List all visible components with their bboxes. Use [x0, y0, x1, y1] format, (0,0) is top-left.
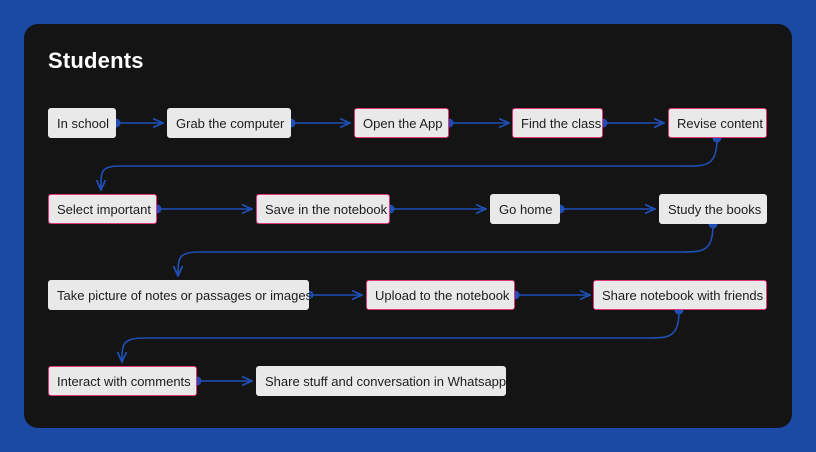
node-open-app[interactable]: Open the App [354, 108, 449, 138]
node-revise-content[interactable]: Revise content [668, 108, 767, 138]
node-go-home[interactable]: Go home [490, 194, 560, 224]
node-share-notebook[interactable]: Share notebook with friends [593, 280, 767, 310]
edge-study-books-take-picture [178, 223, 714, 276]
node-share-whatsapp[interactable]: Share stuff and conversation in Whatsapp [256, 366, 506, 396]
diagram-panel [24, 24, 792, 428]
node-save-notebook[interactable]: Save in the notebook [256, 194, 390, 224]
diagram-title: Students [48, 48, 144, 73]
node-upload-notebook[interactable]: Upload to the notebook [366, 280, 515, 310]
node-in-school[interactable]: In school [48, 108, 116, 138]
edge-share-notebook-interact-comments [122, 309, 680, 362]
node-take-picture[interactable]: Take picture of notes or passages or ima… [48, 280, 312, 310]
node-interact-comments[interactable]: Interact with comments [48, 366, 197, 396]
node-select-important[interactable]: Select important [48, 194, 157, 224]
node-study-books[interactable]: Study the books [659, 194, 767, 224]
edge-revise-content-select-important [101, 137, 718, 190]
node-grab-computer[interactable]: Grab the computer [167, 108, 291, 138]
node-find-class[interactable]: Find the class [512, 108, 603, 138]
